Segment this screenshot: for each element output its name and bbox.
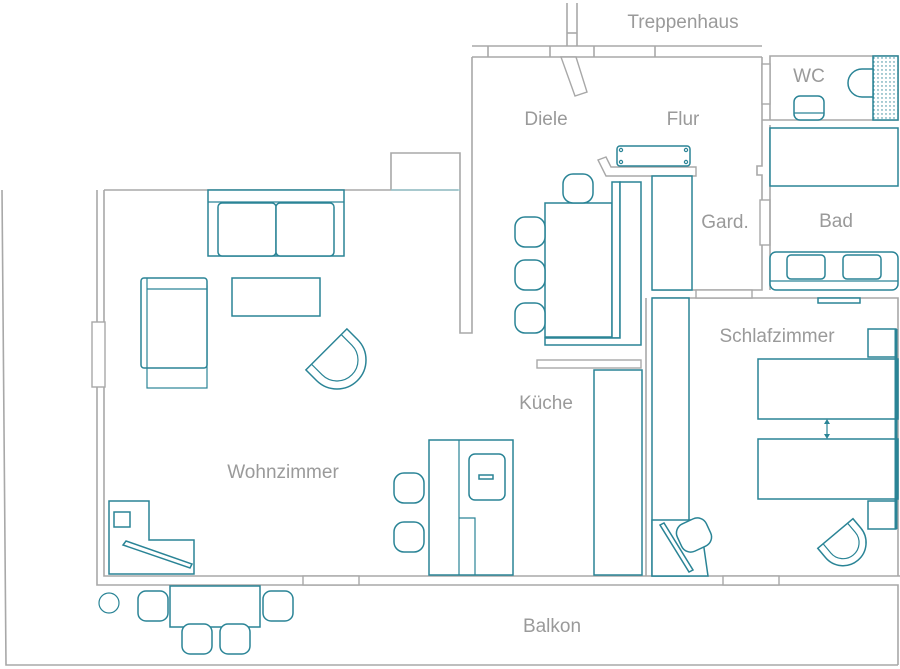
wc-shower-tray	[872, 55, 899, 121]
balcony-chair	[262, 590, 294, 622]
sofa	[207, 189, 345, 257]
desk-keyboard	[658, 522, 695, 573]
garderobe-wall	[652, 120, 763, 291]
label-garderobe: Gard.	[701, 212, 749, 233]
dining-table	[544, 202, 613, 338]
nightstand	[867, 500, 897, 530]
bay-wall	[390, 57, 473, 334]
dining-chair	[514, 259, 546, 291]
plant-pot	[98, 592, 120, 614]
bar-stool	[393, 521, 425, 553]
living-room-wall	[103, 190, 900, 577]
desk-corner	[108, 500, 195, 575]
balcony-table	[169, 585, 261, 628]
window-left	[91, 321, 106, 388]
kitchen-counter	[593, 369, 643, 576]
wc-door[interactable]	[761, 63, 771, 105]
label-schlafzimmer: Schlafzimmer	[719, 326, 835, 347]
sideboard	[616, 145, 691, 167]
nightstand	[867, 328, 897, 358]
shelf-ledge	[597, 156, 697, 177]
kitchen-furniture	[393, 297, 690, 577]
kitchen-ledge	[536, 359, 642, 369]
toilet	[847, 68, 874, 98]
armchair	[304, 327, 367, 390]
desk-chair	[675, 517, 713, 553]
dining-chair	[514, 302, 546, 334]
bed-left	[757, 358, 899, 420]
dining-furniture	[514, 145, 697, 346]
bedroom-furniture	[651, 297, 899, 577]
balcony-door-bedroom[interactable]	[722, 575, 780, 586]
label-flur: Flur	[667, 109, 700, 130]
bedroom-desk	[651, 517, 713, 577]
label-kueche: Küche	[519, 393, 573, 414]
corner-bench	[544, 181, 642, 346]
balcony-chair	[219, 623, 251, 655]
basin	[786, 254, 826, 280]
label-wohnzimmer: Wohnzimmer	[227, 462, 339, 483]
bar-stool	[393, 472, 425, 504]
radiator	[817, 297, 861, 304]
label-treppenhaus: Treppenhaus	[627, 12, 738, 33]
bathtub	[769, 127, 899, 187]
entrance-door[interactable]	[560, 56, 588, 97]
label-bad: Bad	[819, 211, 853, 232]
dining-chair	[562, 173, 594, 204]
outer-boundary-wall	[1, 189, 898, 666]
keyboard	[121, 540, 194, 569]
wc-sink	[793, 95, 825, 121]
balcony-door-living[interactable]	[302, 575, 360, 586]
bed-right	[757, 438, 899, 500]
room-labels: Treppenhaus Diele Flur WC Gard. Bad Schl…	[227, 12, 853, 637]
living-room-furniture	[108, 189, 367, 575]
lounge-chair	[140, 277, 208, 389]
bedroom-door[interactable]	[695, 289, 753, 299]
stove-knob	[478, 474, 494, 480]
balcony-chair	[181, 623, 213, 655]
wardrobe	[651, 175, 693, 291]
bath-door[interactable]	[759, 199, 771, 246]
label-balkon: Balkon	[523, 616, 581, 637]
basin	[842, 254, 882, 280]
label-wc: WC	[793, 66, 825, 87]
bedroom-armchair	[816, 517, 867, 567]
balcony-furniture	[98, 585, 294, 655]
dining-chair	[514, 216, 546, 248]
coffee-table	[231, 277, 321, 317]
balcony-chair	[137, 590, 169, 622]
label-diele: Diele	[524, 109, 567, 130]
bathroom-furniture	[769, 55, 899, 291]
bench	[611, 181, 621, 339]
